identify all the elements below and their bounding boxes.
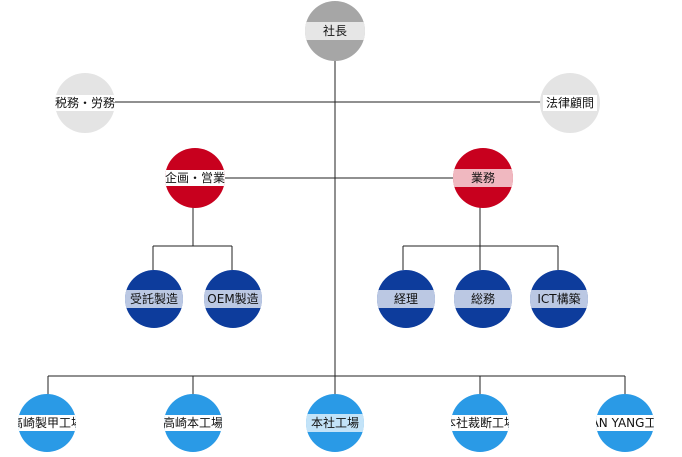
node-planning-sales: 企画・営業 [165,148,225,208]
node-tax-labor: 税務・労務 [55,73,115,133]
node-hq-factory: 本社工場 [306,394,364,452]
node-hq-cutting: 本社裁断工場 [451,394,509,452]
label-band [454,290,512,308]
node-label: 高崎本工場 [164,415,222,431]
node-legal: 法律顧問 [540,73,600,133]
label-band [530,290,588,308]
node-takasaki-kocho: 高崎製甲工場 [18,394,76,452]
node-label: 企画・営業 [165,170,225,186]
node-accounting: 経理 [377,270,435,328]
node-danyang: DAN YANG工場 [596,394,654,452]
node-ict: ICT構築 [530,270,588,328]
node-label: DAN YANG工場 [596,415,654,431]
label-band [125,290,183,308]
node-label: 本社裁断工場 [451,415,509,431]
node-operations: 業務 [453,148,513,208]
label-band [204,290,262,308]
node-oem-mfg: OEM製造 [204,270,262,328]
node-label: ICT構築 [537,292,581,306]
node-label: 社長 [322,24,348,38]
node-label: 本社工場 [310,416,360,430]
label-band [306,414,364,432]
node-label: 経理 [393,292,419,306]
node-label: 高崎製甲工場 [18,415,76,431]
node-contract-mfg: 受託製造 [125,270,183,328]
node-general-affairs: 総務 [454,270,512,328]
node-label: OEM製造 [207,292,259,306]
node-president: 社長 [305,1,365,61]
node-label: 法律顧問 [542,95,598,111]
node-label: 受託製造 [129,292,179,306]
node-label: 税務・労務 [55,95,115,111]
node-takasaki-main: 高崎本工場 [164,394,222,452]
label-band [377,290,435,308]
label-band [305,22,365,40]
label-band [453,169,513,187]
node-label: 総務 [470,292,496,306]
node-label: 業務 [470,171,496,185]
